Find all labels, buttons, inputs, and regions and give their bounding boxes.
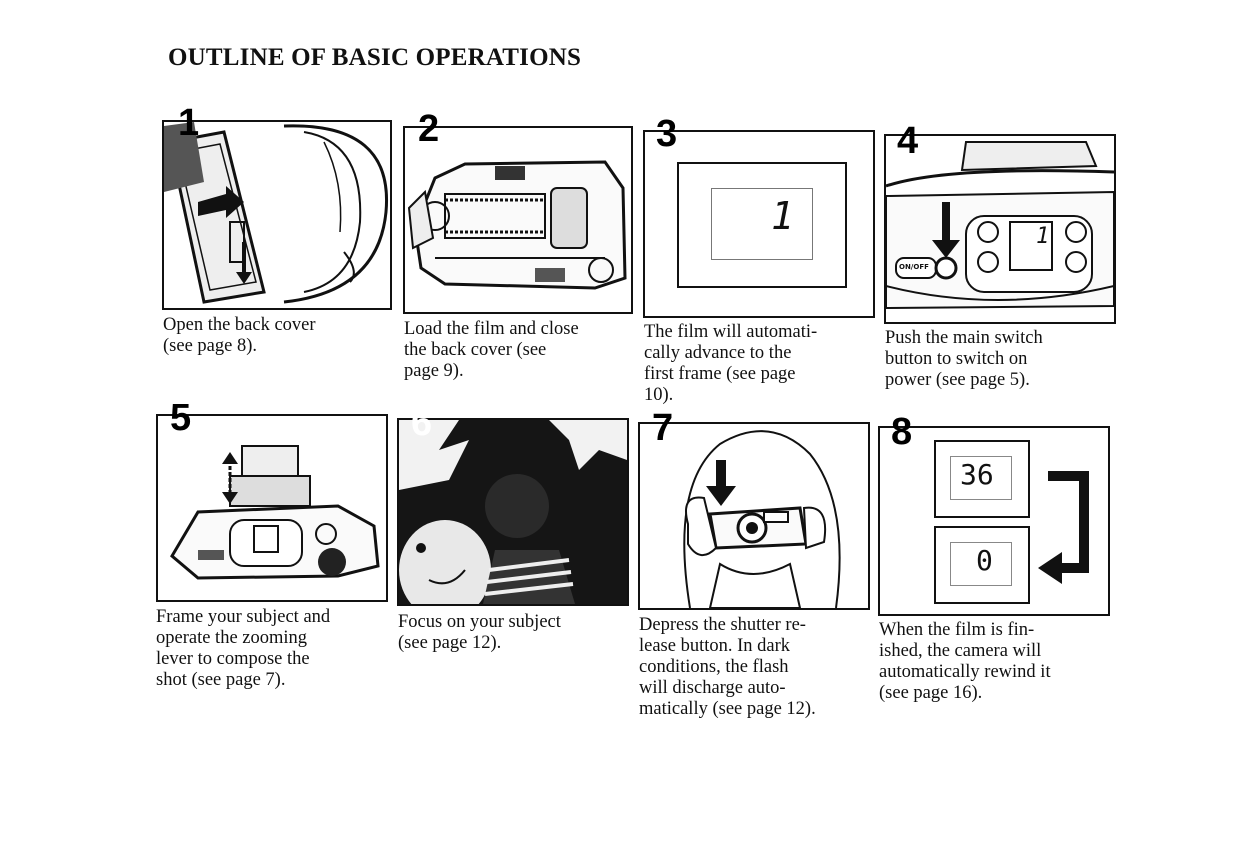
step-6-illustration [397, 418, 629, 606]
step-1-number: 1 [178, 102, 200, 144]
step-3-illustration: 1 [643, 130, 875, 318]
step-7-caption: Depress the shutter re-lease button. In … [639, 615, 816, 719]
step-7-number: 7 [652, 407, 674, 449]
step-5-illustration [156, 414, 388, 602]
step-6-caption: Focus on your subject(see page 12). [398, 612, 561, 653]
main-switch-drawing [886, 141, 1114, 310]
step-7-illustration [638, 422, 870, 610]
frame-counter-value: 1 [771, 194, 794, 238]
zoom-lever-drawing [170, 445, 380, 580]
open-back-cover-drawing [164, 122, 389, 304]
step-3-caption: The film will automati-cally advance to … [644, 322, 818, 405]
display-value: 1 [1036, 224, 1050, 249]
step-8-caption: When the film is fin-ished, the camera w… [879, 620, 1051, 703]
step-8-number: 8 [891, 411, 913, 453]
step-5-number: 5 [170, 397, 192, 439]
step-8-illustration: 36 0 [878, 426, 1110, 616]
step-6-number: 6 [411, 402, 433, 444]
step-1-illustration [162, 120, 392, 310]
page-title: OUTLINE OF BASIC OPERATIONS [168, 44, 582, 71]
step-4-illustration: 1 ON/OFF [884, 134, 1116, 324]
counter-display-0: 0 [934, 526, 1030, 604]
onoff-label: ON/OFF [899, 263, 929, 271]
focus-subject-photo [399, 420, 627, 604]
step-3-number: 3 [656, 113, 678, 155]
step-2-number: 2 [418, 108, 440, 150]
step-4-number: 4 [897, 120, 919, 162]
shutter-release-drawing [683, 430, 841, 608]
step-2-illustration [403, 126, 633, 314]
step-1-caption: Open the back cover(see page 8). [163, 315, 316, 356]
load-film-drawing [407, 160, 627, 290]
frame-counter-display: 1 [677, 162, 847, 288]
counter-value-0: 0 [976, 544, 993, 577]
counter-display-36: 36 [934, 440, 1030, 518]
counter-value-36: 36 [960, 458, 994, 491]
